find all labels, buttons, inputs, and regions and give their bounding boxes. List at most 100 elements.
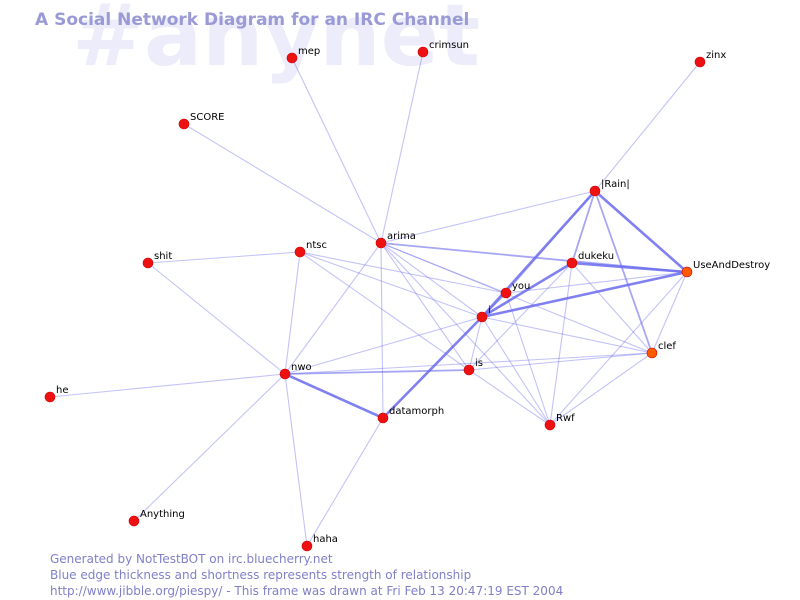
- node-label: you: [512, 281, 530, 292]
- node-label: SCORE: [190, 112, 224, 123]
- node-dot: [694, 56, 706, 68]
- footer-generated-by: Generated by NotTestBOT on irc.bluecherr…: [50, 552, 333, 566]
- node-label: dukeku: [578, 251, 614, 262]
- edge-nwo-haha: [284, 373, 308, 547]
- node-label: Rwf: [556, 413, 575, 424]
- node-label: arima: [387, 231, 416, 242]
- node-dot: [476, 311, 488, 323]
- edge-clef-Rwf: [549, 352, 653, 426]
- edge-UseAndDestroy-arima: [380, 242, 688, 273]
- node-is: is: [463, 358, 483, 376]
- node-he: he: [44, 385, 69, 403]
- node-dot: [646, 347, 658, 359]
- edge-i-Rwf: [481, 316, 551, 426]
- edge-Rain-arima: [380, 190, 596, 244]
- edge-Rain-UseAndDestroy: [594, 190, 688, 273]
- node-shit: shit: [142, 251, 172, 269]
- edge-ntsc-is: [299, 251, 470, 371]
- node-crimsun: crimsun: [417, 40, 469, 58]
- edge-arima-clef: [380, 242, 653, 354]
- node-label: haha: [313, 534, 338, 545]
- edge-UseAndDestroy-you: [505, 271, 688, 294]
- node-ntsc: ntsc: [294, 240, 327, 258]
- node-label: nwo: [291, 362, 312, 373]
- node-dot: [375, 237, 387, 249]
- node-clef: clef: [646, 341, 676, 359]
- edge-i-clef: [481, 316, 653, 354]
- edge-arima-i: [380, 242, 483, 318]
- edge-UseAndDestroy-i: [481, 270, 688, 319]
- node-dot: [417, 46, 429, 58]
- node-label: datamorph: [389, 406, 444, 417]
- node-dot: [544, 419, 556, 431]
- node-dot: [589, 185, 601, 197]
- edge-arima-datamorph: [380, 242, 384, 419]
- node-dot: [500, 287, 512, 299]
- edge-is-Rwf: [468, 369, 551, 426]
- edges-layer: [49, 51, 701, 547]
- edge-arima-you: [380, 242, 507, 294]
- edge-UseAndDestroy-clef: [651, 271, 688, 354]
- edge-i-is: [468, 316, 483, 371]
- node-dot: [463, 364, 475, 376]
- node-i: i: [476, 305, 491, 323]
- edge-Rain-you: [505, 190, 596, 294]
- edge-clef-nwo: [284, 352, 653, 375]
- node-dukeku: dukeku: [566, 251, 614, 269]
- node-label: shit: [154, 251, 172, 262]
- node-label: he: [56, 385, 69, 396]
- edge-i-datamorph: [382, 316, 483, 419]
- edge-ntsc-you: [299, 251, 507, 294]
- node-rain: |Rain|: [589, 179, 630, 197]
- edge-arima-nwo: [284, 242, 382, 375]
- channel-watermark: #anynet: [72, 0, 481, 86]
- edge-he-nwo: [49, 373, 286, 398]
- node-label: is: [475, 358, 483, 369]
- node-haha: haha: [301, 534, 338, 552]
- node-mep: mep: [286, 46, 320, 64]
- edge-you-Rwf: [505, 292, 551, 426]
- node-label: ntsc: [306, 240, 327, 251]
- edge-i-nwo: [284, 316, 483, 375]
- edge-SCORE-arima: [183, 123, 382, 244]
- node-arima: arima: [375, 231, 416, 249]
- node-rwf: Rwf: [544, 413, 575, 431]
- node-you: you: [500, 281, 530, 299]
- edge-dukeku-i: [481, 261, 573, 319]
- node-zinx: zinx: [694, 50, 726, 68]
- node-dot: [279, 368, 291, 380]
- node-dot: [286, 52, 298, 64]
- node-dot: [142, 257, 154, 269]
- edge-ntsc-i: [299, 251, 483, 318]
- footer-legend-note: Blue edge thickness and shortness repres…: [50, 568, 472, 582]
- edge-nwo-Anything: [133, 373, 286, 522]
- node-dot: [128, 515, 140, 527]
- edge-datamorph-haha: [306, 417, 384, 547]
- edge-Rain-clef: [594, 190, 653, 354]
- edge-dukeku-clef: [571, 262, 653, 354]
- edge-dukeku-Rwf: [549, 262, 573, 426]
- edge-dukeku-is: [468, 262, 573, 371]
- edge-crimsun-arima: [380, 51, 424, 244]
- node-dot: [377, 412, 389, 424]
- edge-you-i: [481, 292, 507, 318]
- node-label: crimsun: [429, 40, 469, 51]
- edge-UseAndDestroy-Rwf: [549, 271, 688, 426]
- node-score: SCORE: [178, 112, 224, 130]
- node-label: UseAndDestroy: [693, 260, 770, 271]
- diagram-title: A Social Network Diagram for an IRC Chan…: [35, 10, 470, 30]
- node-label: mep: [298, 46, 320, 57]
- node-label: |Rain|: [601, 179, 630, 190]
- edge-zinx-Rain: [594, 61, 701, 192]
- edge-shit-nwo: [147, 262, 286, 375]
- node-dot: [301, 540, 313, 552]
- footer-url-timestamp: http://www.jibble.org/piespy/ - This fra…: [50, 584, 564, 598]
- edge-mep-arima: [291, 57, 382, 244]
- node-dot: [566, 257, 578, 269]
- node-label: Anything: [140, 509, 185, 520]
- node-dot: [178, 118, 190, 130]
- node-label: clef: [658, 341, 676, 352]
